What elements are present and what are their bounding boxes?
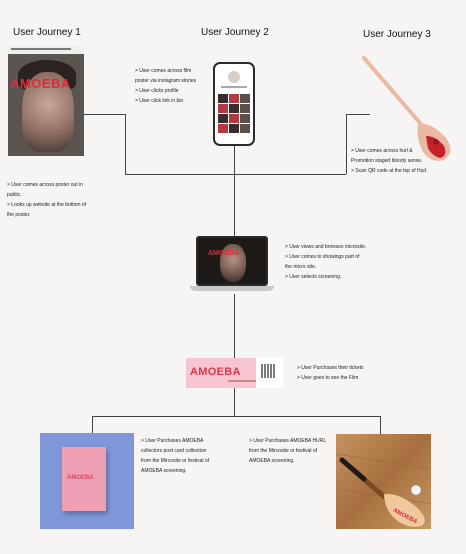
note-line: > User comes to showings part of bbox=[285, 254, 360, 260]
note-line: > User click link in bio bbox=[135, 98, 184, 104]
instagram-phone-image bbox=[213, 62, 255, 146]
note-line: > User comes across hurl & bbox=[351, 148, 413, 154]
connector-split-left bbox=[92, 416, 93, 433]
heading-journey-2: User Journey 2 bbox=[201, 27, 269, 38]
connector-ticket-down bbox=[234, 388, 235, 416]
connector-split-horizontal bbox=[92, 416, 380, 417]
connector-laptop-to-ticket bbox=[234, 294, 235, 358]
note-line: > User selects screening. bbox=[285, 274, 342, 280]
note-line: from the Mircosite or festival of bbox=[249, 448, 318, 454]
heading-journey-1: User Journey 1 bbox=[13, 27, 81, 38]
note-line: public. bbox=[7, 192, 22, 198]
journey3-notes: > User comes across hurl & Promotion sta… bbox=[351, 146, 428, 176]
note-line: the poster. bbox=[7, 212, 31, 218]
note-line: > User clicks profile bbox=[135, 88, 179, 94]
journey1-notes: > User comes across poster out in public… bbox=[7, 180, 86, 220]
journey2-notes: > User comes across film poster via inst… bbox=[135, 66, 196, 106]
hurl-notes: > User Purchases AMOEBA HURL from the Mi… bbox=[249, 436, 326, 466]
ticket-notes: > User Purchases their tickets > User go… bbox=[297, 363, 364, 383]
note-line: Promotion staged bloody sense. bbox=[351, 158, 423, 164]
note-line: > User Purchases AMOEBA HURL bbox=[249, 438, 327, 444]
note-line: > Looks up website at the bottom of bbox=[7, 202, 87, 208]
connector-journey3-horizontal bbox=[346, 114, 370, 115]
hurl-image bbox=[362, 56, 451, 161]
qr-code-icon bbox=[261, 364, 275, 378]
note-line: from the Mircosite or festival of bbox=[141, 458, 210, 464]
note-line: AMOEBA screening. bbox=[141, 468, 187, 474]
laptop-brand-logo: AMOEBA bbox=[208, 250, 240, 257]
postcard-notes: > User Purchases AMOEBA collectors post … bbox=[141, 436, 209, 476]
note-line: collectors post card collection bbox=[141, 448, 207, 454]
note-line: > User views and browses microsite. bbox=[285, 244, 367, 250]
note-line: > User Purchases AMOEBA bbox=[141, 438, 204, 444]
postcard-brand-logo: AMOEBA bbox=[67, 475, 94, 481]
note-line: the micro site. bbox=[285, 264, 317, 270]
ticket-brand-logo: AMOEBA bbox=[190, 366, 241, 378]
film-poster-image: AMOEBA bbox=[8, 46, 84, 156]
connector-journey3-vertical bbox=[346, 114, 347, 174]
ticket-image: AMOEBA bbox=[186, 358, 283, 388]
note-line: > Scan QR code at the top of Hurl. bbox=[351, 168, 428, 174]
microsite-laptop-image: AMOEBA bbox=[190, 236, 274, 294]
note-line: > User Purchases their tickets bbox=[297, 365, 364, 371]
connector-journey1-vertical bbox=[125, 114, 126, 174]
heading-journey-3: User Journey 3 bbox=[363, 29, 431, 40]
connector-split-right bbox=[380, 416, 381, 434]
note-line: > User goes to see the Film bbox=[297, 375, 359, 381]
hurl-product-image: AMOEBA bbox=[336, 434, 431, 529]
connector-journey1-horizontal bbox=[84, 114, 125, 115]
postcard-collection-image: AMOEBA bbox=[40, 433, 134, 529]
note-line: > User comes across poster out in bbox=[7, 182, 84, 188]
note-line: > User comes across film bbox=[135, 68, 192, 74]
note-line: AMOEBA screening. bbox=[249, 458, 295, 464]
note-line: poster via instagram stories bbox=[135, 78, 197, 84]
connector-merge-horizontal bbox=[125, 174, 346, 175]
microsite-notes: > User views and browses microsite. > Us… bbox=[285, 242, 366, 282]
connector-phone-to-laptop bbox=[234, 146, 235, 236]
poster-brand-logo: AMOEBA bbox=[10, 76, 71, 91]
